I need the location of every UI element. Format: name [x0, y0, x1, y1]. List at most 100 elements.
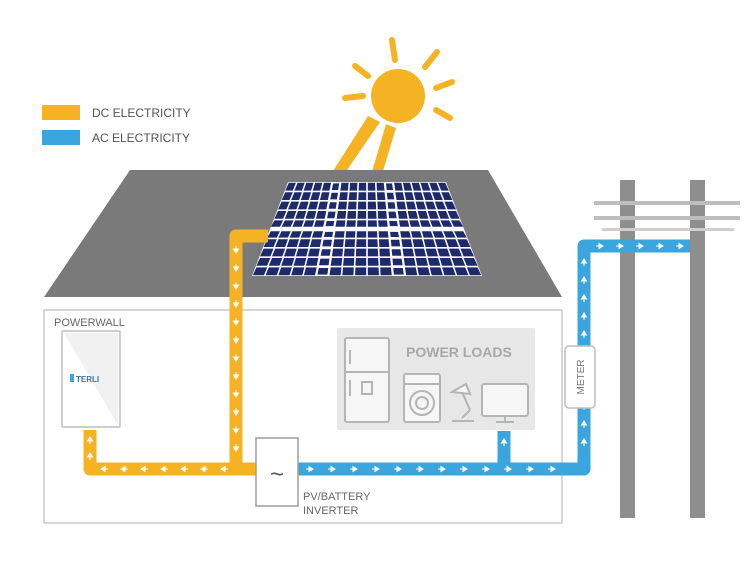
solar-cell — [378, 231, 389, 238]
solar-cell — [400, 231, 411, 238]
legend-ac-swatch — [42, 130, 80, 145]
solar-cell — [442, 267, 456, 276]
solar-cell — [385, 191, 396, 201]
solar-cell — [358, 192, 367, 200]
flow-arrow — [596, 242, 604, 250]
solar-cell — [377, 211, 387, 219]
flow-arrow — [580, 276, 588, 284]
solar-cell — [323, 219, 336, 228]
flow-arrow — [656, 242, 664, 250]
flow-arrow — [636, 242, 644, 250]
solar-cell — [252, 267, 268, 276]
flow-arrow — [580, 312, 588, 320]
solar-cell — [300, 231, 313, 238]
flow-arrow — [482, 465, 490, 473]
solar-cell — [403, 258, 416, 266]
solar-cell — [367, 182, 376, 191]
solar-cell — [387, 210, 399, 220]
solar-cell — [384, 182, 395, 192]
flow-arrow — [232, 390, 240, 398]
flow-arrow — [372, 465, 380, 473]
powerwall: POWERWALL TERLI — [54, 317, 125, 428]
solar-cell — [454, 231, 467, 238]
solar-cell — [331, 248, 344, 257]
solar-cell — [379, 248, 391, 257]
solar-cell — [278, 267, 292, 276]
solar-cell — [415, 258, 429, 266]
flow-arrow — [676, 242, 684, 250]
solar-cell — [355, 267, 367, 276]
flow-arrow — [120, 465, 128, 473]
solar-cell — [367, 211, 377, 219]
flow-arrow — [306, 465, 314, 473]
solar-cell — [396, 201, 407, 210]
fridge-icon — [344, 337, 390, 423]
solar-cell — [356, 231, 367, 238]
solar-cell — [357, 201, 367, 210]
washing-machine-icon — [403, 373, 441, 423]
solar-cell — [344, 239, 356, 247]
solar-cell — [281, 258, 295, 266]
inverter-label-line1: PV/BATTERY — [303, 491, 371, 503]
solar-cell — [281, 192, 293, 200]
solar-cell — [427, 258, 441, 266]
solar-cell — [300, 192, 312, 200]
solar-cell — [412, 239, 425, 247]
solar-cell — [427, 211, 439, 219]
solar-cell — [429, 182, 440, 191]
solar-cell — [285, 182, 296, 191]
solar-cell — [391, 266, 406, 276]
flow-arrow — [232, 354, 240, 362]
solar-cell — [267, 231, 280, 238]
solar-cell — [309, 239, 322, 247]
flow-arrow — [232, 408, 240, 416]
flow-arrow — [416, 465, 424, 473]
solar-cell — [317, 257, 331, 267]
solar-cell — [376, 192, 386, 200]
solar-cell — [437, 248, 451, 257]
solar-cell — [319, 248, 333, 257]
solar-cell — [420, 182, 431, 191]
flow-arrow — [438, 465, 446, 473]
solar-cell — [419, 220, 431, 227]
solar-cell — [430, 220, 442, 227]
flow-arrow — [580, 438, 588, 446]
powerwall-brand: TERLI — [76, 375, 99, 384]
solar-cell — [432, 192, 443, 200]
solar-cell — [310, 192, 321, 200]
flow-arrow — [160, 465, 168, 473]
solar-cell — [328, 191, 340, 201]
solar-cell — [320, 238, 334, 248]
solar-cell — [334, 231, 345, 238]
flow-arrow — [580, 330, 588, 338]
solar-cell — [438, 182, 449, 191]
solar-cell — [330, 182, 341, 192]
solar-cell — [295, 248, 309, 257]
flow-arrow — [616, 242, 624, 250]
solar-cell — [367, 231, 378, 238]
flow-arrows — [86, 242, 684, 473]
solar-cell — [425, 248, 439, 257]
solar-cell — [260, 248, 274, 257]
solar-cell — [446, 239, 459, 247]
solar-cell — [466, 267, 482, 276]
solar-cell — [317, 201, 328, 210]
solar-cell — [322, 230, 335, 239]
flow-arrow — [328, 465, 336, 473]
solar-cell — [330, 258, 343, 266]
flow-arrow — [580, 258, 588, 266]
solar-cell — [278, 201, 290, 210]
solar-cell — [460, 248, 474, 257]
solar-cell — [287, 201, 300, 210]
solar-cell — [367, 248, 379, 257]
flow-arrow — [232, 282, 240, 290]
solar-cell — [355, 258, 367, 266]
solar-cell — [349, 182, 358, 191]
solar-cell — [367, 201, 377, 210]
solar-cell — [378, 239, 390, 247]
solar-cell — [256, 258, 271, 266]
solar-cell — [305, 258, 319, 266]
power-loads-panel: POWER LOADS — [337, 328, 535, 430]
flow-arrow — [140, 465, 148, 473]
solar-cell — [444, 201, 456, 210]
